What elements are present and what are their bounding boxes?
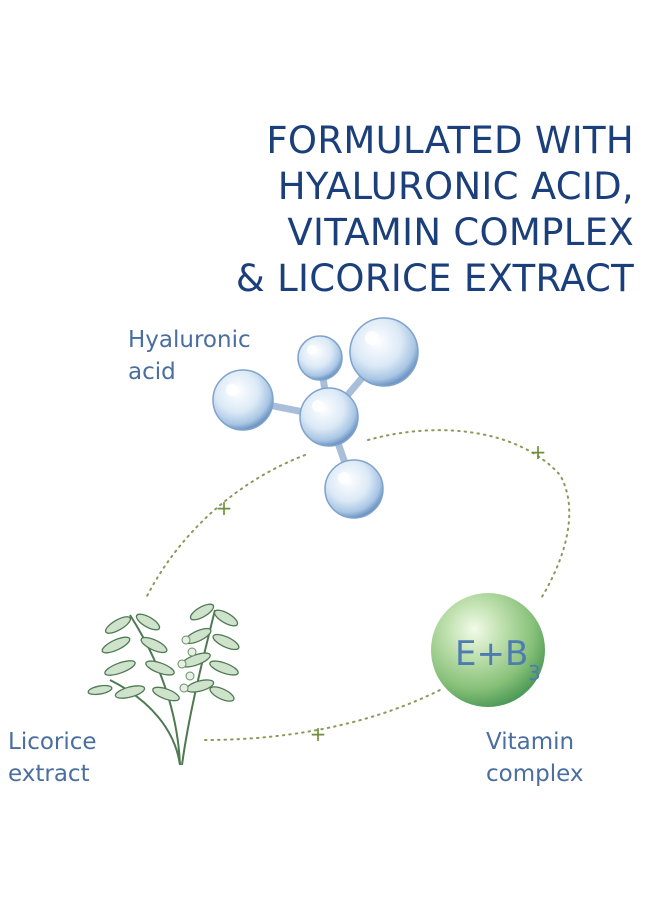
headline: FORMULATED WITH HYALURONIC ACID, VITAMIN… — [236, 118, 634, 302]
hyaluronic-acid-label: Hyaluronic acid — [128, 324, 251, 388]
label-line: acid — [128, 359, 176, 385]
vitamin-sphere-text: E+B — [455, 634, 528, 674]
licorice-plant-icon — [87, 603, 240, 766]
hyaluronic-molecule-icon — [212, 317, 419, 519]
label-line: Hyaluronic — [128, 327, 251, 353]
plus-icon: + — [310, 722, 327, 746]
vitamin-complex-label: Vitamin complex — [486, 726, 583, 790]
label-line: extract — [8, 761, 90, 787]
plus-icon: + — [216, 496, 233, 520]
headline-line: & LICORICE EXTRACT — [235, 257, 634, 300]
vitamin-sphere-icon: E+B 3 — [431, 593, 545, 707]
headline-line: VITAMIN COMPLEX — [287, 211, 634, 254]
plus-markers: + + + — [216, 440, 547, 746]
label-line: Vitamin — [486, 729, 575, 755]
headline-line: HYALURONIC ACID, — [277, 165, 634, 208]
label-line: Licorice — [8, 729, 97, 755]
licorice-extract-label: Licorice extract — [8, 726, 97, 790]
headline-line: FORMULATED WITH — [266, 119, 634, 162]
dotted-connector — [144, 429, 571, 741]
label-line: complex — [486, 761, 584, 787]
plus-icon: + — [530, 440, 547, 464]
vitamin-sphere-subscript: 3 — [528, 661, 541, 685]
